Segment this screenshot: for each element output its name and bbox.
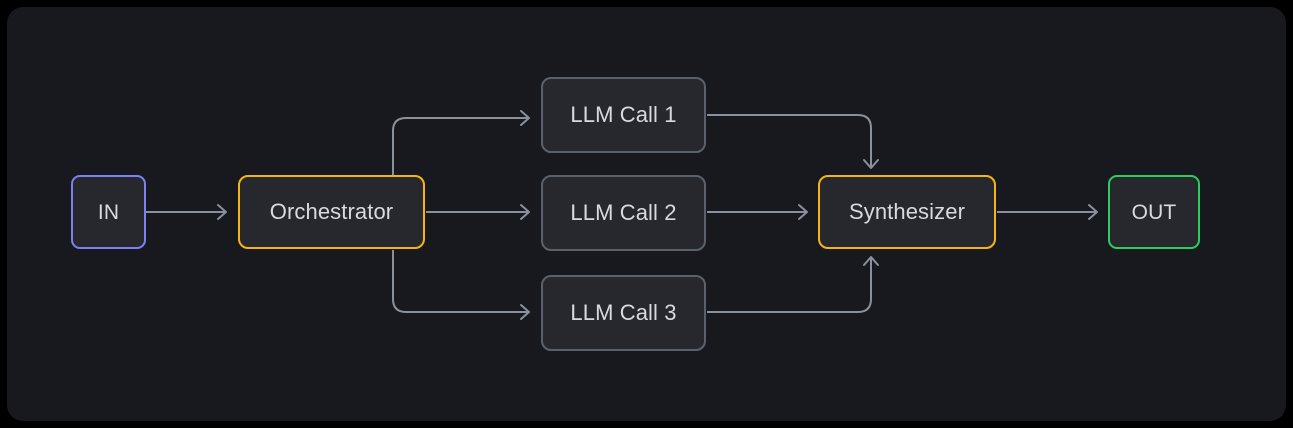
node-llm-call-1[interactable]: LLM Call 1 — [541, 77, 706, 153]
node-out-label: OUT — [1131, 200, 1177, 224]
edge-llm-call-2-to-synthesizer — [707, 204, 808, 220]
node-synthesizer-label: Synthesizer — [848, 199, 966, 224]
node-llm-call-1-label: LLM Call 1 — [570, 102, 677, 127]
diagram-panel: IN Orchestrator LLM Call 1 LLM Call 2 LL… — [7, 7, 1286, 421]
edge-orchestrator-to-llm-call-2 — [426, 204, 530, 220]
edge-synthesizer-to-out — [997, 204, 1098, 220]
node-llm-call-2-label: LLM Call 2 — [570, 200, 677, 225]
node-llm-call-3[interactable]: LLM Call 3 — [541, 275, 706, 351]
edge-orchestrator-to-llm-call-3 — [392, 250, 530, 320]
node-synthesizer[interactable]: Synthesizer — [818, 175, 996, 249]
node-orchestrator-label: Orchestrator — [269, 199, 394, 224]
node-out[interactable]: OUT — [1108, 175, 1200, 249]
edge-llm-call-3-to-synthesizer — [707, 256, 879, 313]
node-llm-call-3-label: LLM Call 3 — [570, 300, 677, 325]
node-in[interactable]: IN — [71, 175, 146, 249]
edge-llm-call-1-to-synthesizer — [707, 114, 879, 169]
node-orchestrator[interactable]: Orchestrator — [238, 175, 425, 249]
edge-in-to-orchestrator — [139, 204, 227, 220]
edge-orchestrator-to-llm-call-1 — [392, 110, 530, 175]
node-in-label: IN — [97, 200, 120, 224]
node-llm-call-2[interactable]: LLM Call 2 — [541, 175, 706, 251]
